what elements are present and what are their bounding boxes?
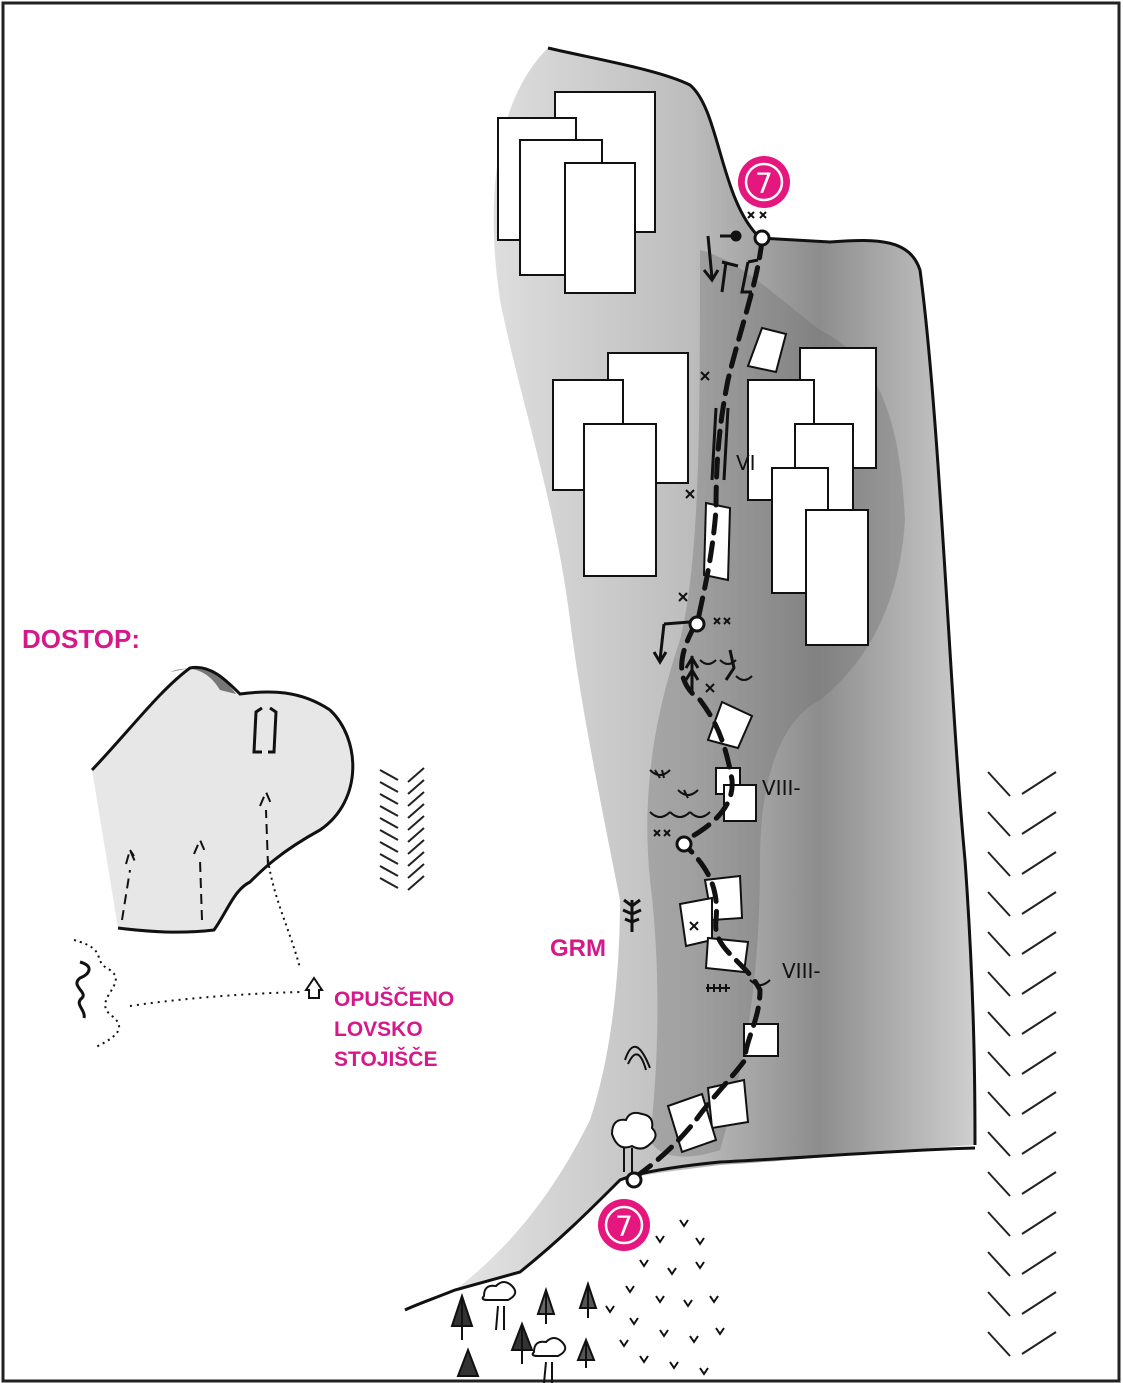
chevron-mark: [988, 932, 1056, 956]
route-number-bottom: 7: [615, 1210, 633, 1243]
chevron-mark: [988, 1212, 1056, 1236]
grade-label-3: VIII-: [782, 959, 821, 983]
chevron-mark: [380, 780, 424, 794]
chevron-mark: [380, 816, 424, 830]
chevron-mark: [380, 876, 424, 890]
chevron-mark: [988, 852, 1056, 876]
grade-label-1: VI: [736, 451, 756, 475]
chevron-mark: [988, 1132, 1056, 1156]
chevron-mark: [380, 840, 424, 854]
chevron-mark: [988, 1012, 1056, 1036]
chevron-mark: [988, 972, 1056, 996]
access-heading: DOSTOP:: [22, 624, 140, 654]
route-number-badge-bottom: 7: [598, 1199, 650, 1251]
chevron-mark: [380, 792, 424, 806]
chevron-mark: [380, 828, 424, 842]
chevron-mark: [380, 852, 424, 866]
chevron-mark: [988, 1172, 1056, 1196]
chevron-mark: [380, 864, 424, 878]
route-number-badge-top: 7: [738, 156, 790, 208]
chevron-mark: [988, 1292, 1056, 1316]
chevron-mark: [380, 768, 424, 782]
chevron-mark: [988, 1092, 1056, 1116]
chevron-mark: [988, 1252, 1056, 1276]
chevron-mark: [380, 804, 424, 818]
chevron-slope-icon: [988, 772, 1056, 1356]
grade-label-2: VIII-: [762, 776, 801, 800]
chevron-mark: [988, 812, 1056, 836]
chevron-mark: [988, 772, 1056, 796]
landmark-line-2: LOVSKO: [334, 1018, 423, 1041]
bush-label: GRM: [550, 935, 606, 962]
forest: [452, 1282, 596, 1383]
chevron-mark: [988, 892, 1056, 916]
chevron-mark: [988, 1332, 1056, 1356]
landmark-line-1: OPUŠČENO: [334, 987, 454, 1011]
route-number-top: 7: [755, 167, 773, 200]
landmark-line-3: STOJIŠČE: [334, 1047, 437, 1071]
chevron-slope-icon-access: [380, 768, 424, 890]
chevron-mark: [988, 1052, 1056, 1076]
